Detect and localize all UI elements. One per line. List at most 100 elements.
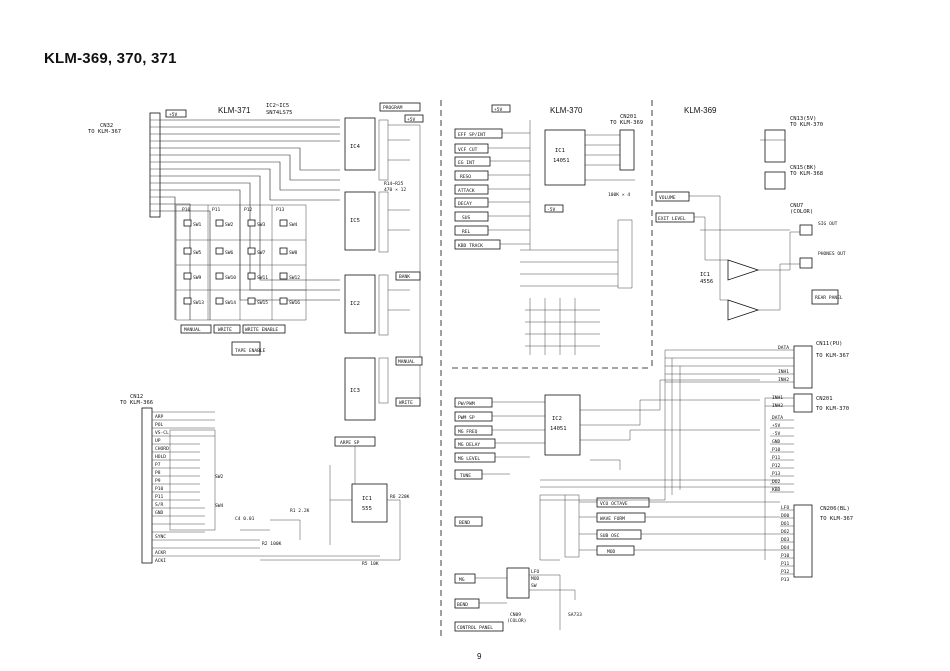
cn11-bus	[540, 349, 794, 575]
cn13-destination: TO KLM-370	[790, 122, 823, 128]
ic-type-note: SN74LS75	[266, 110, 293, 116]
cn12-destination: TO KLM-366	[120, 400, 153, 406]
button-bend: BEND	[459, 520, 470, 526]
phones-out-jack	[799, 257, 813, 269]
arpe-sp-label: ARPE SP	[340, 440, 360, 446]
ic1-555-block	[351, 483, 388, 523]
tape-enable-box	[231, 341, 261, 356]
component-r1: R1 2.2K	[290, 508, 310, 514]
resistor-range-note: R14~R25	[384, 181, 404, 187]
transistor-label: SA733	[568, 612, 582, 618]
cn12-pin-ackr: ACKR	[155, 550, 166, 556]
opamp-b	[727, 299, 760, 321]
cn12-wires	[152, 411, 380, 557]
write-enable-label: WRITE ENABLE	[245, 327, 278, 333]
component-r5: R5 10K	[362, 561, 379, 567]
button-attack: ATTACK	[458, 188, 475, 194]
switch-sw16: SW16	[289, 300, 300, 306]
cn15-destination: TO KLM-368	[790, 171, 823, 177]
button-vcf-cut: VCF CUT	[458, 147, 478, 153]
write-enable-box	[242, 324, 286, 334]
osc-switch-wiring	[539, 479, 780, 561]
cn13-connector	[764, 129, 786, 163]
button-eff-sp-int: EFF SP/INT	[458, 132, 486, 138]
bus-p10: P10	[772, 447, 781, 453]
control-panel-box	[454, 621, 504, 632]
switch-sw1: SW1	[193, 222, 202, 228]
switch-sw3: SW3	[257, 222, 266, 228]
button-wave-form: WAVE FORM	[600, 516, 625, 522]
bus-plus5v: +5V	[772, 423, 781, 429]
cn12-pin-p11: P11	[155, 494, 164, 500]
supply-371-box	[165, 109, 187, 118]
timer-wiring	[240, 446, 401, 561]
sig-out-jack	[799, 224, 813, 236]
cn13-label: CN13(5V)	[790, 116, 817, 122]
switch-sw15: SW15	[257, 300, 268, 306]
rear-panel-box	[811, 289, 839, 305]
cn12-label: CN12	[130, 394, 143, 400]
write-led-box	[395, 397, 421, 407]
cn201-369-destination: TO KLM-370	[816, 406, 849, 412]
pad-p13: P13	[276, 207, 285, 213]
bus-p10-b: P10	[781, 553, 790, 559]
volume-label: VOLUME	[659, 195, 676, 201]
button-reso: RESO	[460, 174, 471, 180]
cn12-pin-pol: POL	[155, 422, 164, 428]
section-title-klm369: KLM-369	[684, 106, 717, 115]
cn206-label: CN206(BL)	[820, 506, 850, 512]
bus-do4: DO4	[781, 545, 790, 551]
cn12-pin-arp: ARP	[155, 414, 164, 420]
ic5-label: IC5	[350, 218, 360, 224]
switch-sw2: SW2	[225, 222, 234, 228]
cn15-label: CN15(BK)	[790, 165, 817, 171]
bus-lfo: LFO	[781, 505, 790, 511]
bus-p11: P11	[772, 455, 781, 461]
switch-sw10: SW10	[225, 275, 236, 281]
cn12-pin-p8: P8	[155, 470, 161, 476]
cn201-369-connector	[793, 393, 813, 413]
ic2-label: IC2	[350, 301, 360, 307]
manual-button-label: MANUAL	[184, 327, 201, 333]
button-decay: DECAY	[458, 201, 472, 207]
bank-button-label: BANK	[399, 274, 410, 280]
supply-370: +5V	[494, 107, 503, 113]
negative-370-box	[544, 204, 564, 213]
bus-do1: DO1	[781, 521, 790, 527]
cn32-connector	[149, 112, 161, 218]
cn12-pin-vs-cl: VS-CL	[155, 430, 169, 436]
program-button-box	[379, 102, 421, 112]
ic3-label: IC3	[350, 388, 360, 394]
switch-sw9: SW9	[193, 275, 202, 281]
pad-p12: P12	[244, 207, 253, 213]
button-kbd-track: KBD TRACK	[458, 243, 483, 249]
upper-parameter-buttons	[454, 128, 503, 250]
tape-enable-label: TAPE ENABLE	[235, 348, 266, 354]
page-number: 9	[477, 652, 482, 661]
phones-label: PHONES OUT	[818, 251, 846, 257]
button-rel: REL	[462, 229, 471, 235]
button-tune: TUNE	[460, 473, 471, 479]
button-vco-octave: VCO OCTAVE	[600, 501, 628, 507]
cn12-pin-sync: SYNC	[155, 534, 166, 540]
cn12-pin-up: UP	[155, 438, 161, 444]
switch-sw13: SW13	[193, 300, 204, 306]
switch-sw4-arpe: SW4	[215, 503, 224, 509]
osc-buttons	[596, 497, 650, 556]
ic4-label: IC4	[350, 144, 361, 150]
write-led-label: WRITE	[399, 400, 413, 406]
latch-ic-blocks	[344, 117, 376, 421]
sig-out-label: SIG OUT	[818, 221, 838, 227]
arpeggio-switch-block	[169, 429, 216, 531]
cn09-connector	[506, 567, 530, 599]
cn201-370-connector	[619, 129, 635, 171]
switch-sw2-arpe: SW2	[215, 474, 224, 480]
ic1-370-block	[544, 129, 586, 186]
section-title-klm371: KLM-371	[218, 106, 251, 115]
lower-pot-wiring	[482, 379, 760, 475]
bus-do2: DO2	[772, 479, 781, 485]
mg-box	[454, 573, 476, 584]
ic2-370-block	[544, 394, 581, 456]
cn12-pin-gnd: GND	[155, 510, 164, 516]
ic1-370-label: IC1	[555, 148, 565, 154]
